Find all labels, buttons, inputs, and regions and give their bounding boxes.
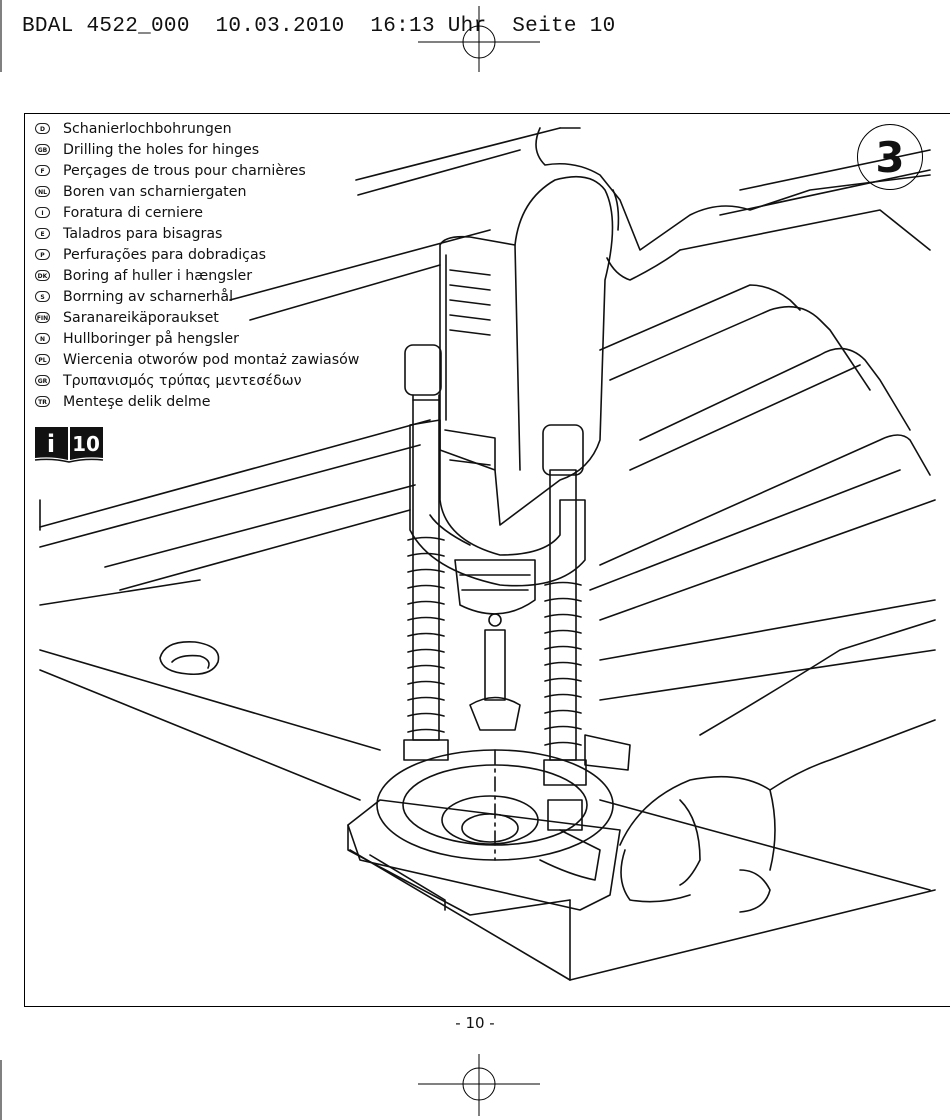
caption-pl: PL Wiercenia otworów pod montaż zawiasów [35,349,359,370]
lang-badge: S [35,291,50,302]
caption-text: Hullboringer på hengsler [63,330,239,347]
caption-text: Wiercenia otworów pod montaż zawiasów [63,351,360,368]
caption-dk: DK Boring af huller i hængsler [35,265,359,286]
crop-mark-bottom [0,1054,540,1120]
crop-mark-top [0,0,540,72]
page-number: - 10 - [455,1014,495,1032]
caption-text: Boren van scharniergaten [63,183,247,200]
lang-badge: P [35,249,50,260]
caption-nl: NL Boren van scharniergaten [35,181,359,202]
caption-text: Boring af huller i hængsler [63,267,253,284]
caption-text: Menteşe delik delme [63,393,211,410]
caption-text: Τρυπανισμός τρύπας μεντεσέδων [63,372,302,389]
caption-text: Saranareikäporaukset [63,309,219,326]
info-letter: i [47,430,55,458]
caption-pt: P Perfurações para dobradiças [35,244,359,265]
info-page-number: 10 [72,432,100,456]
caption-text: Borrning av scharnerhål [63,288,234,305]
lang-badge: N [35,333,50,344]
lang-badge: E [35,228,50,239]
caption-fin: FIN Saranareikäporaukset [35,307,359,328]
lang-badge: TR [35,396,50,407]
lang-badge: I [35,207,50,218]
caption-it: I Foratura di cerniere [35,202,359,223]
hinge-drilling-illustration [39,127,936,981]
language-caption-list: D Schanierlochbohrungen GB Drilling the ho… [35,118,359,412]
book-info-icon: i 10 [34,424,104,464]
lang-badge: FIN [35,312,50,323]
lang-badge: DK [35,270,50,281]
lang-badge: D [35,123,50,134]
caption-text: Perçages de trous pour charnières [63,162,306,179]
caption-text: Taladros para bisagras [63,225,223,242]
caption-text: Perfurações para dobradiças [63,246,267,263]
lang-badge: NL [35,186,50,197]
caption-text: Schanierlochbohrungen [63,120,232,137]
lang-badge: GB [35,144,50,155]
caption-gr: GR Τρυπανισμός τρύπας μεντεσέδων [35,370,359,391]
lang-badge: GR [35,375,50,386]
lang-badge: PL [35,354,50,365]
figure-number: 3 [857,124,923,190]
caption-fr: F Perçages de trous pour charnières [35,160,359,181]
caption-text: Drilling the holes for hinges [63,141,260,158]
caption-no: N Hullboringer på hengsler [35,328,359,349]
caption-tr: TR Menteşe delik delme [35,391,359,412]
caption-de: D Schanierlochbohrungen [35,118,359,139]
caption-se: S Borrning av scharnerhål [35,286,359,307]
caption-es: E Taladros para bisagras [35,223,359,244]
caption-text: Foratura di cerniere [63,204,203,221]
caption-gb: GB Drilling the holes for hinges [35,139,359,160]
figure-frame [24,113,950,1007]
print-header: BDAL 4522_000 10.03.2010 16:13 Uhr Seite… [22,15,616,38]
lang-badge: F [35,165,50,176]
